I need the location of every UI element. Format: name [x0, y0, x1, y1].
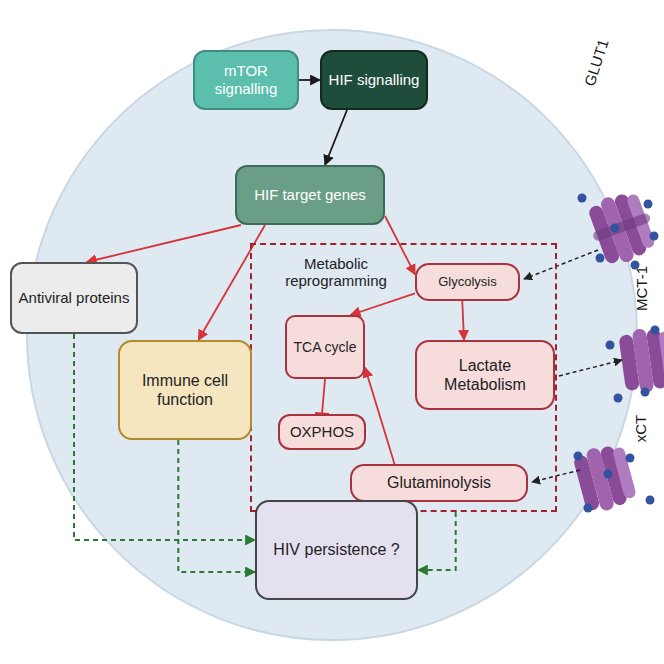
connector-arrow — [322, 379, 325, 414]
node-label: HIF target genes — [254, 186, 366, 204]
transporter-label: xCT — [633, 414, 650, 442]
node-label: Lactate Metabolism — [423, 356, 547, 394]
connector-arrow — [462, 301, 464, 340]
connector-arrow — [351, 293, 415, 315]
connector-arrow — [365, 367, 395, 464]
connector-arrow — [418, 512, 456, 570]
outcome-box: Immune cell function — [118, 340, 252, 440]
node-label: Antiviral proteins — [19, 289, 130, 307]
connector-arrow — [299, 79, 320, 81]
node-label: TCA cycle — [293, 339, 356, 356]
signalling-box: mTOR signalling — [193, 50, 299, 110]
metabolic-box: Lactate Metabolism — [415, 340, 555, 410]
cell-membrane — [27, 30, 637, 640]
metabolic-box: OXPHOS — [278, 414, 366, 450]
xct-transporter — [572, 440, 639, 515]
node-label: mTOR signalling — [201, 62, 291, 98]
node-label: HIV persistence ? — [273, 540, 399, 559]
group-frame: Metabolic reprogrammingGlycolysisTCA cyc… — [250, 243, 557, 512]
connector-arrow — [74, 334, 255, 540]
glut1-transporter — [582, 186, 662, 270]
connector-arrow — [325, 110, 347, 165]
transporter-label: GLUT1 — [580, 36, 611, 87]
outcome-box: Antiviral proteins — [10, 262, 138, 334]
metabolic-box: TCA cycle — [285, 315, 365, 379]
molecule-dots — [574, 194, 660, 513]
outcome-box: HIV persistence ? — [255, 500, 418, 600]
node-label: Immune cell function — [126, 371, 244, 409]
node-label: HIF signalling — [329, 71, 420, 89]
node-label: Glutaminolysis — [387, 473, 491, 492]
metabolic-box: Glutaminolysis — [350, 464, 528, 502]
transporter-label: MCT-1 — [633, 266, 650, 311]
mct1-transporter — [618, 325, 664, 396]
gene-box: HIF target genes — [235, 165, 385, 225]
group-heading: Metabolic reprogramming — [280, 255, 392, 290]
node-label: OXPHOS — [290, 423, 354, 441]
metabolic-box: Glycolysis — [415, 263, 520, 301]
connector-arrow — [87, 225, 241, 262]
connector-arrow — [178, 440, 255, 572]
signalling-box: HIF signalling — [320, 50, 428, 110]
node-label: Glycolysis — [438, 274, 497, 290]
connector-arrow — [385, 216, 415, 274]
